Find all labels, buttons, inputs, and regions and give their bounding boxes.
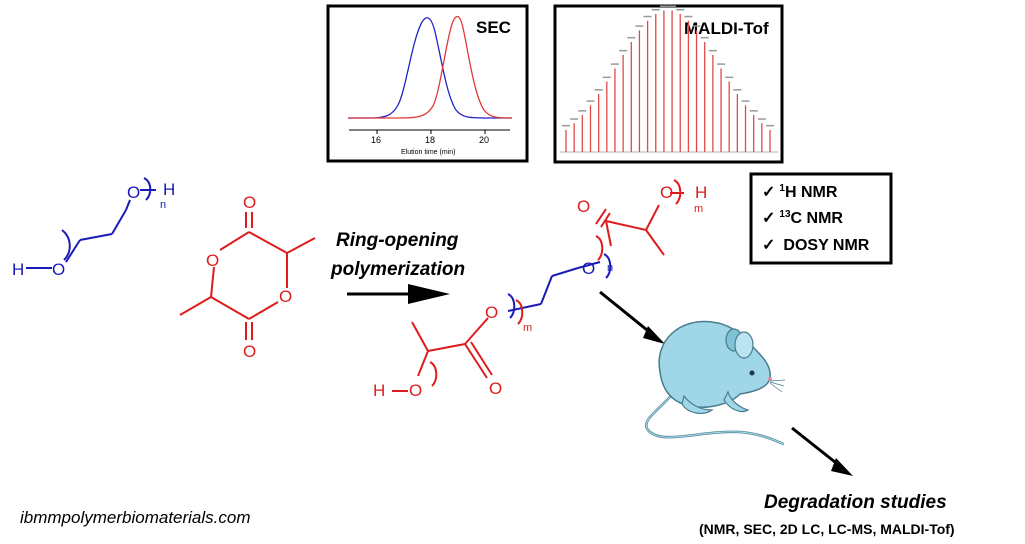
maldi-peak-label-mark <box>610 63 619 65</box>
rop-label-line1: Ring-opening <box>336 230 459 251</box>
nmr-item-13c: ✓13C NMR <box>762 209 843 227</box>
maldi-peak-label-mark <box>562 124 570 127</box>
peg-o-top: O <box>127 183 140 202</box>
arrow-to-mouse-head <box>643 326 665 344</box>
maldi-peak-label-mark <box>602 76 611 79</box>
maldi-peak-label-mark <box>668 5 677 7</box>
peg-molecule <box>26 177 156 269</box>
product-o-top: O <box>660 183 673 202</box>
maldi-peak-label-mark <box>619 49 628 52</box>
product-h-bottom: H <box>373 381 385 400</box>
maldi-panel-frame <box>553 4 784 164</box>
mouse-hind-leg <box>681 394 714 414</box>
mouse-tail-inner <box>645 389 785 445</box>
sec-x-axis-label: Elution time (min) <box>401 149 455 156</box>
lactide-molecule <box>179 212 316 340</box>
product-o-peg: O <box>582 259 595 278</box>
product-pla-top <box>595 179 684 261</box>
mouse-body <box>658 320 771 408</box>
maldi-peak-label-mark <box>627 36 636 39</box>
degradation-title: Degradation studies <box>764 492 947 513</box>
arrow-to-degradation <box>791 426 841 468</box>
sec-panel: SEC 16 18 20 Elution time (min) <box>326 4 529 163</box>
rop-label-line2: polymerization <box>330 259 465 280</box>
lactide-o-carbonyl-bottom: O <box>243 342 256 361</box>
maldi-peak-label-mark <box>635 25 644 27</box>
arrow-to-mouse <box>599 290 653 336</box>
maldi-peak-label-mark <box>741 100 750 102</box>
maldi-peak-label-mark <box>700 36 709 39</box>
peg-h-top: H <box>163 180 175 199</box>
sec-title: SEC <box>476 18 511 37</box>
nmr-item-1h: ✓1H NMR <box>762 183 838 201</box>
maldi-panel: MALDI-Tof <box>553 4 784 164</box>
maldi-peak-label-mark <box>659 5 668 7</box>
sec-tick-label-18: 18 <box>425 135 435 145</box>
sec-panel-frame <box>326 4 529 163</box>
degradation-block: Degradation studies (NMR, SEC, 2D LC, LC… <box>699 492 955 537</box>
maldi-peak-label-mark <box>692 25 701 27</box>
peg-h-end: H <box>12 260 24 279</box>
maldi-title: MALDI-Tof <box>684 19 769 38</box>
peg-o-end: O <box>52 260 65 279</box>
maldi-spectrum <box>562 5 774 152</box>
product-m-bottom: m <box>523 322 532 334</box>
lactide-o-carbonyl-top: O <box>243 193 256 212</box>
sec-tick-label-16: 16 <box>371 135 381 145</box>
arrow-to-degradation-head <box>831 458 853 476</box>
lactide-labels: O O O O <box>206 193 292 361</box>
maldi-peak-label-mark <box>643 15 652 18</box>
sec-curve-red <box>348 15 513 119</box>
degradation-techniques: (NMR, SEC, 2D LC, LC-MS, MALDI-Tof) <box>699 521 955 537</box>
maldi-peak-label-mark <box>708 49 717 52</box>
mouse-nose <box>768 377 772 381</box>
maldi-peak-label-mark <box>651 8 660 11</box>
peg-labels: H O O H n <box>12 180 175 279</box>
maldi-peak-label-mark <box>749 110 758 112</box>
maldi-peak-label-mark <box>766 124 774 127</box>
product-o-bottom: O <box>409 381 422 400</box>
nmr-list-frame <box>749 172 893 265</box>
maldi-peak-label-mark <box>578 110 587 112</box>
product-o-carbonyl-bottom: O <box>489 379 502 398</box>
maldi-peak-label-mark <box>570 118 579 120</box>
product-h-top: H <box>695 183 707 202</box>
process-arrows <box>599 290 853 476</box>
lactide-o-ring-left: O <box>206 251 219 270</box>
mouse-front-leg <box>723 390 750 413</box>
peg-n: n <box>160 199 166 211</box>
maldi-peak-label-mark <box>594 89 603 91</box>
website-link[interactable]: ibmmpolymerbiomaterials.com <box>20 508 251 527</box>
nmr-list: ✓1H NMR ✓13C NMR ✓DOSY NMR <box>749 172 893 265</box>
maldi-peak-label-mark <box>757 118 766 120</box>
product-labels: H O m O O n O m O O H <box>373 183 707 400</box>
product-o-ester: O <box>485 303 498 322</box>
product-n: n <box>607 262 613 274</box>
product-m-top: m <box>694 203 703 215</box>
rop-arrow-head <box>408 284 450 304</box>
maldi-peak-label-mark <box>586 100 595 102</box>
product-o-carbonyl-top: O <box>577 197 590 216</box>
sec-tick-label-20: 20 <box>479 135 489 145</box>
maldi-peak-label-mark <box>684 15 693 18</box>
maldi-peak-label-mark <box>733 89 742 91</box>
mouse-ear <box>734 331 754 359</box>
maldi-peak-label-mark <box>725 76 734 79</box>
sec-curve-blue <box>348 17 512 119</box>
maldi-peak-label-mark <box>676 8 685 11</box>
nmr-item-dosy: ✓DOSY NMR <box>762 237 870 254</box>
product-pla-bottom <box>392 299 524 392</box>
product-peg <box>507 253 612 319</box>
mouse-icon <box>645 320 786 446</box>
lactide-o-ring-right: O <box>279 287 292 306</box>
rop-reaction: Ring-opening polymerization <box>330 230 465 304</box>
mouse-eye <box>749 370 755 376</box>
maldi-peak-label-mark <box>717 63 726 65</box>
